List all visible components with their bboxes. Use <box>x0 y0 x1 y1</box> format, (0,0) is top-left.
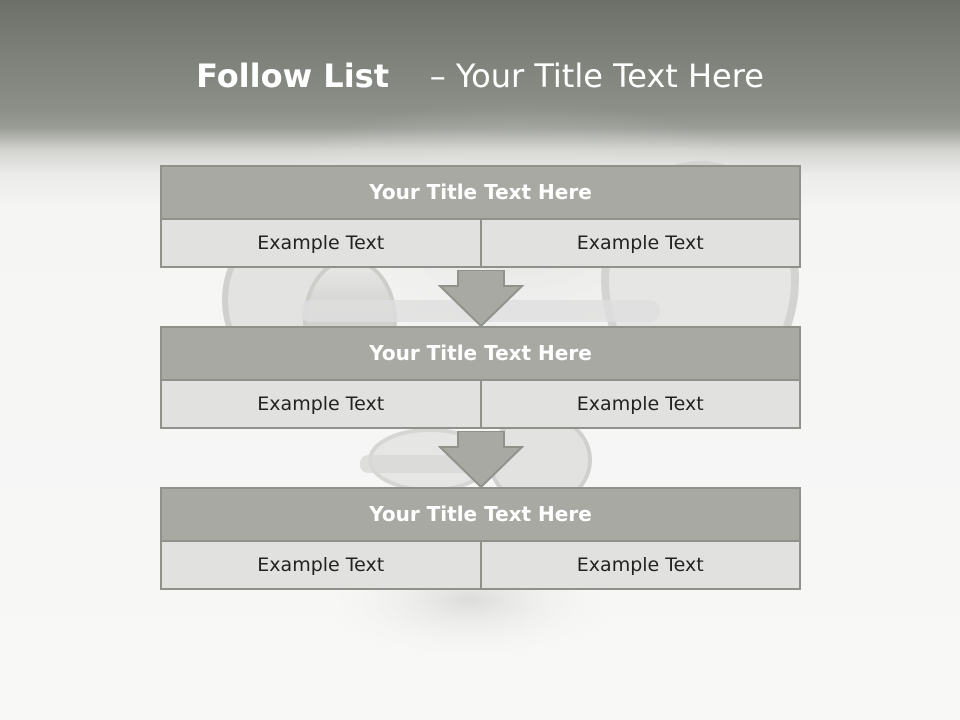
slide-title-rest: – Your Title Text Here <box>429 57 764 95</box>
list-block-1: Your Title Text Here Example Text Exampl… <box>160 165 801 268</box>
slide-title-bold: Follow List <box>196 57 389 95</box>
block-cell-right: Example Text <box>479 379 801 429</box>
block-cell-right: Example Text <box>479 218 801 268</box>
down-arrow-icon <box>438 431 524 489</box>
slide-title: Follow List – Your Title Text Here <box>0 52 960 100</box>
block-row: Example Text Example Text <box>160 218 801 268</box>
block-row: Example Text Example Text <box>160 379 801 429</box>
block-title: Your Title Text Here <box>160 165 801 220</box>
down-arrow-icon <box>438 270 524 328</box>
block-cell-left: Example Text <box>160 540 482 590</box>
block-title: Your Title Text Here <box>160 326 801 381</box>
block-cell-left: Example Text <box>160 218 482 268</box>
list-block-2: Your Title Text Here Example Text Exampl… <box>160 326 801 429</box>
list-block-3: Your Title Text Here Example Text Exampl… <box>160 487 801 590</box>
block-row: Example Text Example Text <box>160 540 801 590</box>
block-cell-left: Example Text <box>160 379 482 429</box>
block-cell-right: Example Text <box>479 540 801 590</box>
block-title: Your Title Text Here <box>160 487 801 542</box>
